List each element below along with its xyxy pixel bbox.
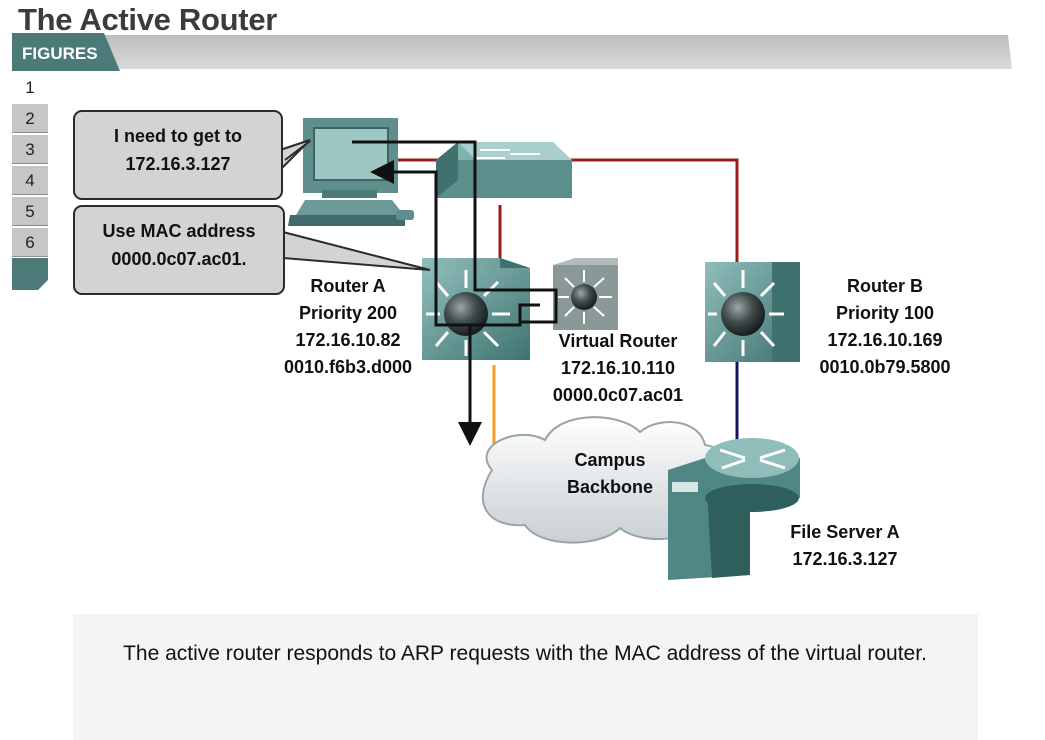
- router-a-name: Router A: [310, 276, 386, 296]
- figure-nav-3[interactable]: 3: [12, 134, 48, 164]
- backbone-line-1: Campus: [574, 450, 646, 470]
- figure-nav-5[interactable]: 5: [12, 196, 48, 226]
- figure-nav-end: [12, 258, 48, 290]
- file-server-name: File Server A: [790, 522, 900, 542]
- router-b-label: Router B Priority 100 172.16.10.169 0010…: [805, 273, 965, 381]
- figure-nav-1[interactable]: 1: [12, 73, 48, 103]
- link-red-switch-router-b: [560, 158, 739, 262]
- reply-line-2: 0000.0c07.ac01.: [111, 249, 247, 269]
- router-a-ip: 172.16.10.82: [295, 330, 401, 350]
- virtual-router-ip: 172.16.10.110: [560, 358, 676, 378]
- virtual-router-icon: [553, 258, 618, 330]
- switch-icon: [436, 142, 572, 198]
- figure-nav-4[interactable]: 4: [12, 165, 48, 195]
- file-server-ip: 172.16.3.127: [792, 549, 898, 569]
- backbone-line-2: Backbone: [566, 477, 654, 497]
- router-a-priority: Priority 200: [298, 303, 398, 323]
- figures-tab-bar: [12, 33, 1012, 71]
- virtual-router-label: Virtual Router 172.16.10.110 0000.0c07.a…: [538, 328, 698, 409]
- virtual-router-mac: 0000.0c07.ac01: [552, 385, 684, 405]
- arp-reply-bubble: Use MAC address 0000.0c07.ac01.: [73, 205, 285, 295]
- backbone-label: Campus Backbone: [555, 447, 665, 501]
- page-title: The Active Router: [18, 2, 278, 37]
- reply-line-1: Use MAC address: [102, 221, 256, 241]
- router-a-mac: 0010.f6b3.d000: [283, 357, 413, 377]
- router-b-name: Router B: [847, 276, 923, 296]
- router-b-priority: Priority 100: [835, 303, 935, 323]
- request-line-1: I need to get to: [114, 126, 242, 146]
- virtual-router-name: Virtual Router: [558, 331, 678, 351]
- router-b-mac: 0010.0b79.5800: [819, 357, 951, 377]
- caption-panel: [73, 614, 978, 740]
- reply-bubble-pointer: [282, 230, 431, 271]
- workstation-icon: [288, 118, 414, 226]
- arp-reply-path: [370, 160, 540, 327]
- request-line-2: 172.16.3.127: [125, 154, 231, 174]
- arp-request-bubble: I need to get to 172.16.3.127: [73, 110, 283, 200]
- figure-caption: The active router responds to ARP reques…: [123, 642, 927, 665]
- figure-nav-6[interactable]: 6: [12, 227, 48, 257]
- router-a-label: Router A Priority 200 172.16.10.82 0010.…: [268, 273, 428, 381]
- figures-tab[interactable]: FIGURES: [22, 44, 98, 63]
- router-b-ip: 172.16.10.169: [827, 330, 943, 350]
- figure-nav-2[interactable]: 2: [12, 103, 48, 133]
- file-server-label: File Server A 172.16.3.127: [775, 519, 915, 573]
- edge-router-icon: [705, 438, 800, 512]
- router-b-icon: [705, 262, 800, 362]
- arp-request-path: [352, 140, 558, 324]
